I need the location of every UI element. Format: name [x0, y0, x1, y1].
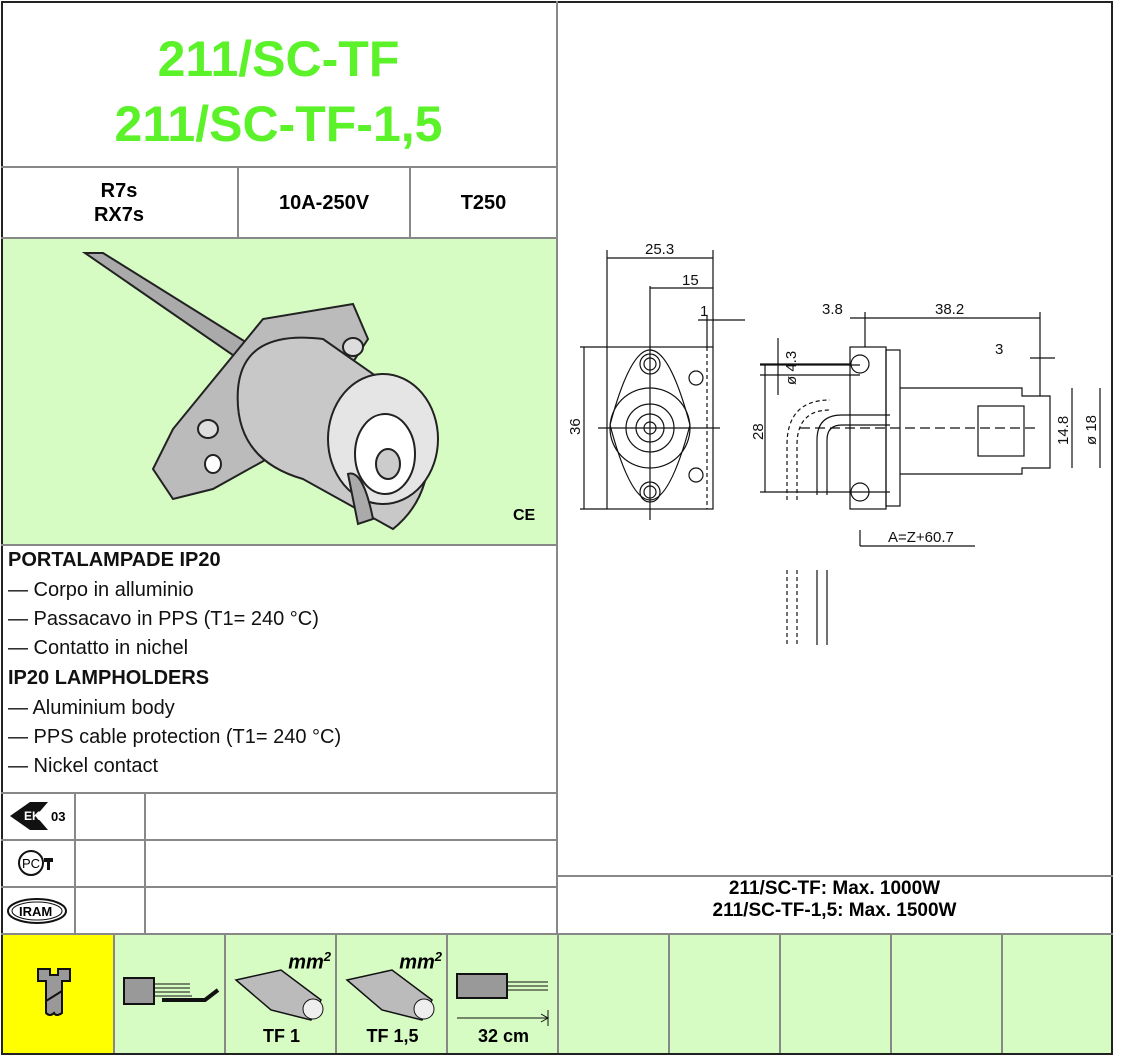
cable-section-icon: [345, 969, 435, 1021]
svg-text:A=Z+60.7: A=Z+60.7: [888, 529, 954, 546]
svg-text:1: 1: [700, 303, 708, 320]
cable-tf1-cell: mm2 TF 1: [226, 935, 337, 1053]
lampholder-illustration: [81, 252, 439, 531]
svg-text:25.3: 25.3: [645, 241, 674, 258]
pct-gost-icon: PC: [16, 849, 60, 877]
svg-text:PC: PC: [22, 856, 40, 871]
empty-cell: [892, 935, 1003, 1053]
product-image: CE: [3, 239, 556, 544]
svg-text:IRAM: IRAM: [19, 904, 52, 919]
empty-cell: [781, 935, 892, 1053]
stripped-wire-cell: [115, 935, 226, 1053]
svg-text:38.2: 38.2: [935, 301, 964, 318]
svg-text:3: 3: [995, 341, 1003, 358]
en-item: — Nickel contact: [8, 755, 159, 777]
it-heading: PORTALAMPADE IP20: [8, 549, 221, 571]
iram-icon: IRAM: [6, 897, 68, 925]
electrical-rating: 10A-250V: [278, 192, 370, 214]
product-code: 211/SC-TF: [157, 31, 400, 87]
svg-text:36: 36: [567, 418, 584, 435]
screw-terminal-cell: [3, 935, 113, 1053]
ce-mark: CE: [513, 507, 536, 524]
en-heading: IP20 LAMPHOLDERS: [8, 667, 210, 689]
it-item: — Contatto in nichel: [8, 637, 189, 659]
cable-length-cell: 32 cm: [448, 935, 559, 1053]
empty-cell: [1003, 935, 1111, 1053]
cable-tf15-cell: mm2 TF 1,5: [337, 935, 448, 1053]
svg-text:14.8: 14.8: [1055, 416, 1072, 445]
technical-drawing: 25.3 15 1 36 3.8 38.2 ø 4.3 28 3 14.8 ø …: [567, 241, 1101, 645]
it-item: — Corpo in alluminio: [8, 579, 194, 601]
en-item: — PPS cable protection (T1= 240 °C): [8, 726, 342, 748]
mm2-label: mm2: [399, 949, 442, 974]
svg-text:15: 15: [682, 272, 699, 289]
empty-cell: [670, 935, 781, 1053]
cable-length-icon: [456, 973, 550, 1026]
it-item: — Passacavo in PPS (T1= 240 °C): [8, 608, 319, 630]
en-item: — Aluminium body: [8, 697, 175, 719]
empty-cell: [559, 935, 670, 1053]
screw-icon: [37, 968, 71, 1016]
mm2-label: mm2: [288, 949, 331, 974]
temperature-rating: T250: [460, 192, 507, 214]
svg-text:28: 28: [750, 423, 767, 440]
product-code-variant: 211/SC-TF-1,5: [114, 96, 443, 152]
cable-section-icon: [234, 969, 324, 1021]
svg-text:EK: EK: [24, 809, 41, 823]
svg-text:3.8: 3.8: [822, 301, 843, 318]
svg-text:ø 4.3: ø 4.3: [783, 351, 800, 385]
stripped-wire-icon: [123, 977, 220, 1005]
enec-03-icon: EK 03: [8, 800, 70, 832]
svg-text:ø 18: ø 18: [1083, 415, 1100, 445]
